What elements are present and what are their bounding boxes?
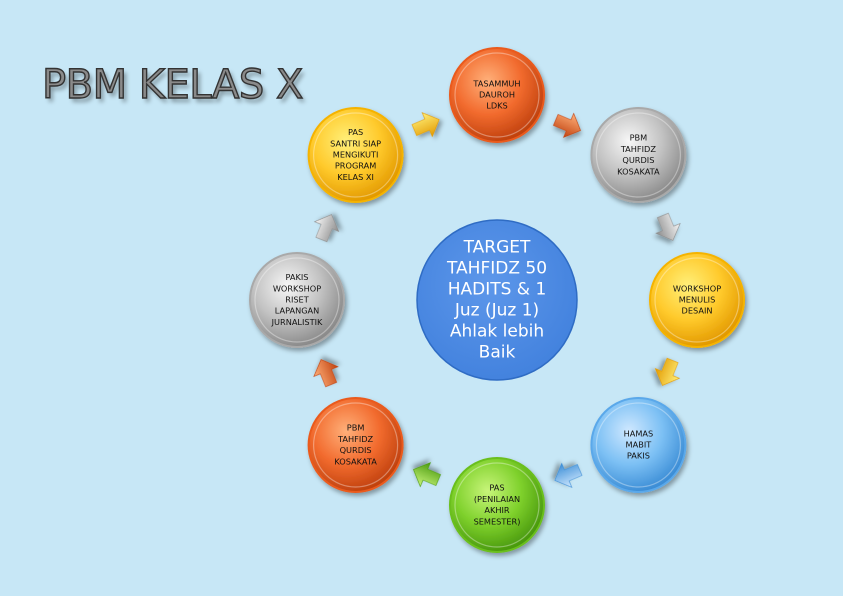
node-rim [313, 112, 399, 198]
node-label-line: TASAMMUH [472, 78, 520, 88]
node-label-line: PBM [630, 133, 648, 143]
arrow-pakis-to-pas-top [313, 214, 340, 243]
node-circle [249, 252, 345, 348]
node-label-line: PAS [348, 127, 363, 137]
node-label-line: WORKSHOP [673, 283, 721, 293]
node-label-line: KOSAKATA [334, 456, 377, 466]
node-label-line: SANTRI SIAP [330, 138, 381, 148]
node-label-line: SEMESTER) [474, 516, 521, 526]
node-label-line: TAHFIDZ [620, 144, 657, 154]
node-circle [449, 47, 545, 143]
center-label-line: TARGET [463, 238, 531, 258]
node-label-line: RISET [285, 295, 309, 305]
node-label-line: PROGRAM [335, 161, 376, 171]
node-label-line: DAUROH [479, 90, 515, 100]
arrow-tasammuh-to-pbm-top [552, 112, 581, 138]
center-label-line: Juz (Juz 1) [454, 301, 539, 321]
arrow-pas-bottom-to-pbm-left [413, 462, 442, 488]
node-label-line: QURDIS [340, 445, 372, 455]
node-label-line: DESAIN [682, 306, 713, 316]
node-rim [654, 257, 740, 343]
center-label-line: Ahlak lebih [450, 322, 544, 342]
node-label-line: KOSAKATA [617, 166, 660, 176]
node-label-line: JURNALISTIK [271, 317, 323, 327]
arrow-pbm-left-to-pakis [313, 359, 339, 388]
node-rim [595, 112, 682, 198]
arrow-pbm-top-to-workshop-menulis [655, 212, 681, 241]
node-label-line: TAHFIDZ [337, 434, 374, 444]
node-circle [307, 107, 404, 203]
arrow-pas-top-to-tasammuh [411, 112, 440, 138]
node-label-line: MABIT [626, 440, 653, 450]
node-rim [454, 52, 540, 138]
node-label-line: LDKS [486, 101, 507, 111]
arrow-hamas-to-pas-bottom [554, 462, 583, 488]
center-label-line: TAHFIDZ 50 [446, 259, 547, 279]
node-rim [595, 402, 682, 488]
node-circle [590, 397, 687, 493]
node-label-line: MENULIS [679, 295, 716, 305]
node-label-line: MENGIKUTI [333, 150, 379, 160]
arrow-workshop-menulis-to-hamas [654, 357, 681, 386]
node-label-line: PAS [489, 483, 504, 493]
node-circle [307, 397, 404, 493]
node-label-line: (PENILAIAN [474, 494, 520, 504]
node-label-line: WORKSHOP [273, 283, 321, 293]
center-circle [416, 219, 578, 381]
node-label-line: PBM [347, 423, 365, 433]
node-circle [590, 107, 687, 203]
node-label-line: KELAS XI [337, 172, 374, 182]
center-label-line: HADITS & 1 [448, 280, 547, 300]
node-label-line: AKHIR [484, 505, 510, 515]
arrows-layer [313, 112, 681, 488]
nodes-layer: TASAMMUHDAUROHLDKSPBMTAHFIDZQURDISKOSAKA… [249, 47, 745, 553]
node-label-line: PAKIS [627, 451, 650, 461]
node-circle [649, 252, 745, 348]
node-label-line: LAPANGAN [275, 306, 320, 316]
node-label-line: PAKIS [286, 272, 309, 282]
node-rim [454, 462, 540, 548]
node-label-line: HAMAS [624, 428, 654, 438]
node-label-line: QURDIS [622, 155, 654, 165]
node-circle [449, 457, 545, 553]
node-rim [313, 402, 399, 488]
center-label-line: Baik [479, 343, 516, 363]
node-rim [254, 257, 340, 343]
page-title: PBM KELAS X [41, 61, 304, 108]
